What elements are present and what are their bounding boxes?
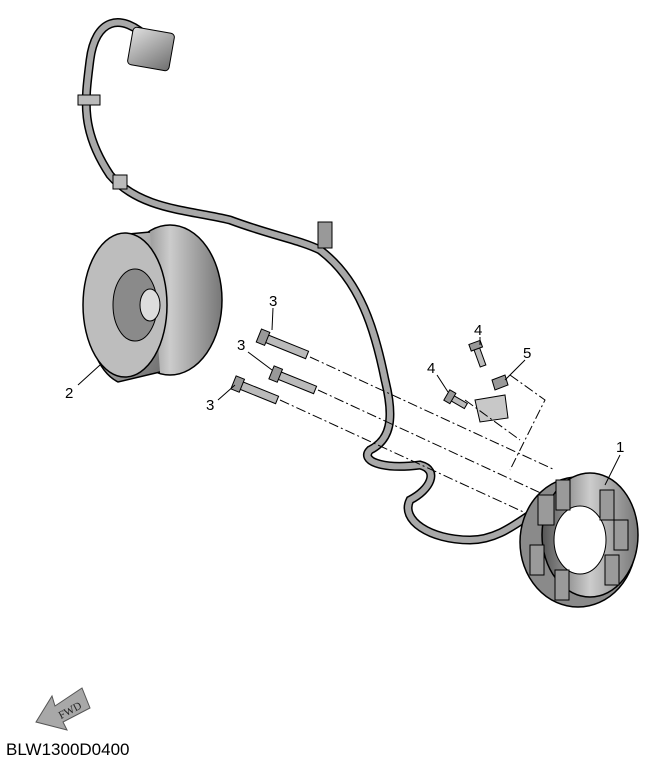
wire-connector <box>317 221 333 249</box>
wire-grommet <box>112 174 128 190</box>
callout-5: 5 <box>523 345 531 362</box>
callout-4: 4 <box>474 322 482 339</box>
wire-harness <box>81 18 550 545</box>
wire-clamp <box>77 94 101 106</box>
callout-3: 3 <box>269 293 277 310</box>
harness-coupler <box>127 26 175 72</box>
alignment-lines <box>279 356 556 516</box>
callout-3: 3 <box>206 397 214 414</box>
clamp-plate <box>474 374 509 423</box>
callout-2: 2 <box>65 385 73 402</box>
stator <box>519 472 639 608</box>
callout-1: 1 <box>616 439 624 456</box>
fwd-arrow-icon: FWD <box>35 687 91 731</box>
bolts <box>230 328 487 410</box>
callout-3: 3 <box>237 337 245 354</box>
rotor-flywheel <box>82 224 223 383</box>
callout-4: 4 <box>427 360 435 377</box>
diagram-code: BLW1300D0400 <box>6 740 130 759</box>
leader-lines <box>77 307 621 486</box>
